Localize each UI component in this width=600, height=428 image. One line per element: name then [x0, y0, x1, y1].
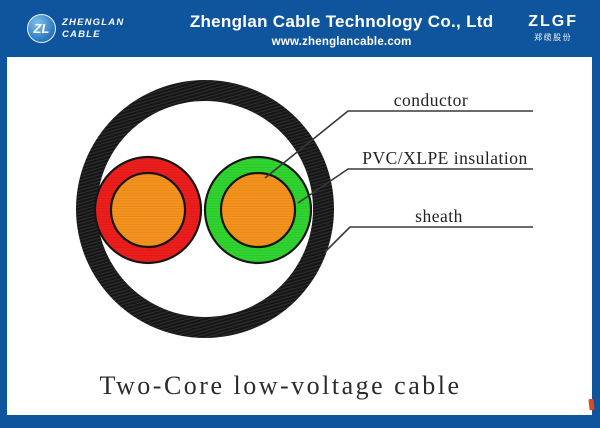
- company-logo: ZL ZHENGLAN CABLE: [0, 14, 155, 43]
- company-website: www.zhenglancable.com: [271, 35, 412, 48]
- diagram-caption: Two-Core low-voltage cable: [99, 371, 462, 400]
- conductor-label: conductor: [394, 90, 468, 110]
- leader-line-insulation: [297, 168, 533, 204]
- zlgf-logo-text: ZLGF: [528, 13, 578, 30]
- company-title: Zhenglan Cable Technology Co., Ltd: [189, 11, 494, 31]
- corner-mark: [588, 398, 595, 411]
- cable-cross-section-diagram: conductor PVC/XLPE insulation sheath: [76, 80, 533, 338]
- zl-monogram-text: ZL: [33, 21, 50, 36]
- leader-line-sheath: [324, 226, 533, 253]
- leader-line-conductor: [264, 110, 533, 179]
- company-logo-wordmark: ZHENGLAN CABLE: [62, 17, 124, 40]
- zlgf-logo: ZLGF 郑缆股份: [528, 14, 600, 43]
- sheath-label: sheath: [415, 206, 463, 226]
- header-center: Zhenglan Cable Technology Co., Ltd www.z…: [155, 10, 528, 48]
- content-panel: conductor PVC/XLPE insulation sheath Two…: [7, 57, 595, 415]
- zl-monogram-icon: ZL: [27, 14, 56, 43]
- logo-word-line2: CABLE: [62, 28, 101, 40]
- left-core-conductor-texture: [112, 174, 184, 246]
- insulation-label: PVC/XLPE insulation: [362, 148, 528, 168]
- zlgf-logo-subtext: 郑缆股份: [534, 33, 573, 42]
- right-core-conductor-texture: [222, 174, 294, 246]
- logo-word-line1: ZHENGLAN: [62, 17, 125, 29]
- header: ZL ZHENGLAN CABLE Zhenglan Cable Technol…: [0, 0, 600, 57]
